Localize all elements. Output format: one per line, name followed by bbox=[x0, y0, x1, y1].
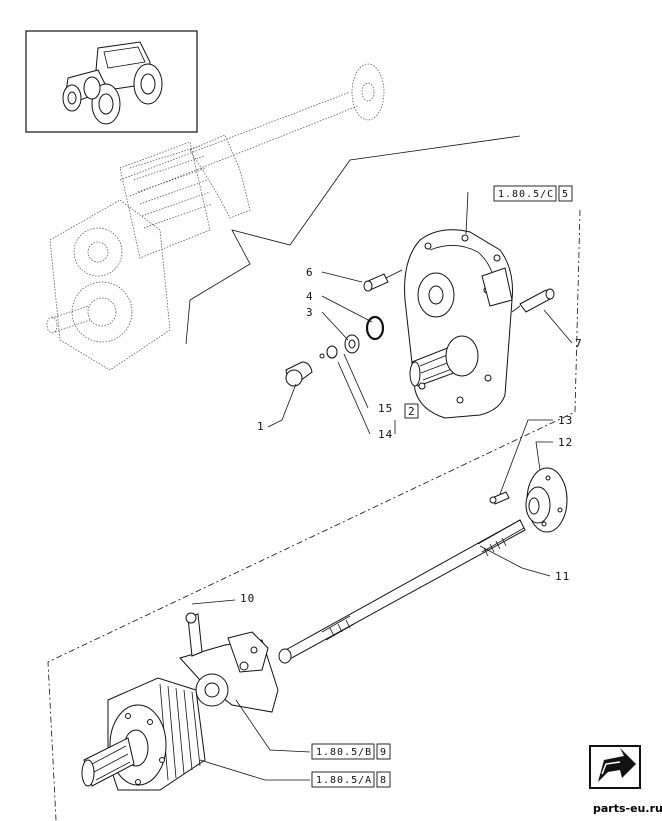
part-1-cap bbox=[285, 361, 313, 387]
part-3-seal bbox=[344, 334, 360, 354]
part-7-bolt bbox=[511, 288, 555, 313]
callout-12: 12 bbox=[558, 436, 573, 449]
reference-box-1-80-5-c[interactable]: 1.80.5/C 5 bbox=[493, 185, 573, 202]
reference-page: 9 bbox=[380, 747, 387, 758]
reference-box-1-80-5-b[interactable]: 1.80.5/B 9 bbox=[311, 743, 391, 760]
support-bracket bbox=[179, 612, 279, 713]
part-6-bolt bbox=[363, 269, 403, 292]
part-13-bolt bbox=[489, 491, 510, 505]
reference-code: 1.80.5/A bbox=[316, 775, 372, 786]
reference-page: 8 bbox=[380, 775, 387, 786]
callout-10: 10 bbox=[240, 592, 255, 605]
finned-housing bbox=[81, 677, 206, 791]
part-12-flange bbox=[525, 467, 568, 533]
background-assembly-outline bbox=[46, 63, 385, 371]
callout-4: 4 bbox=[306, 290, 314, 303]
callout-11: 11 bbox=[555, 570, 570, 583]
next-page-arrow-icon[interactable] bbox=[589, 745, 641, 789]
callout-1: 1 bbox=[257, 420, 265, 433]
detail-connector-line bbox=[185, 135, 521, 345]
gearbox-housing bbox=[404, 229, 513, 419]
reference-code: 1.80.5/B bbox=[316, 747, 372, 758]
reference-code: 1.80.5/C bbox=[498, 189, 554, 200]
callout-box-2[interactable]: 2 bbox=[404, 403, 419, 419]
callout-6: 6 bbox=[306, 266, 314, 279]
callout-15: 15 bbox=[378, 402, 393, 415]
callout-7: 7 bbox=[575, 337, 583, 350]
group-boundary bbox=[47, 209, 581, 821]
tractor-icon bbox=[62, 41, 163, 125]
callout-13: 13 bbox=[558, 414, 573, 427]
watermark: parts-eu.ru bbox=[593, 802, 662, 815]
callout-14: 14 bbox=[378, 428, 393, 441]
reference-box-1-80-5-a[interactable]: 1.80.5/A 8 bbox=[311, 771, 391, 788]
leader-lines bbox=[191, 191, 573, 781]
part-4-oring bbox=[365, 315, 385, 341]
callout-3: 3 bbox=[306, 306, 314, 319]
tractor-thumbnail bbox=[25, 30, 198, 133]
part-11-shaft bbox=[278, 519, 526, 664]
part-14-washer bbox=[319, 345, 338, 359]
callout-2: 2 bbox=[408, 405, 416, 418]
reference-page: 5 bbox=[562, 189, 569, 200]
